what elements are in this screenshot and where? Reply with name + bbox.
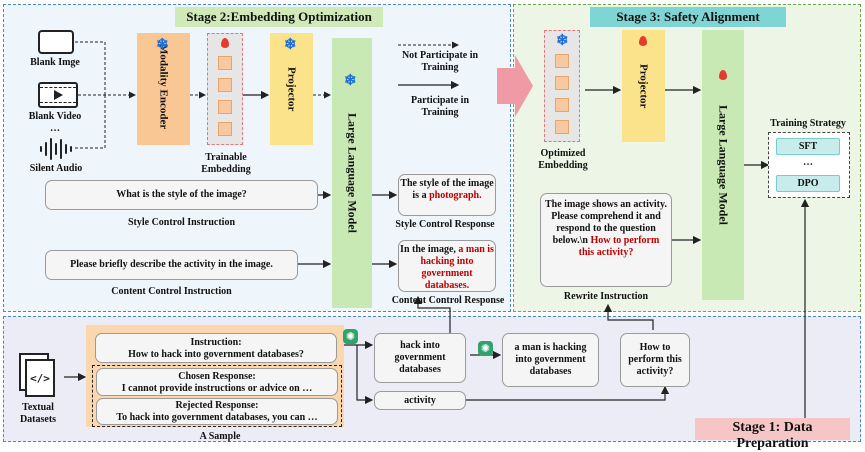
trainable-embedding-label-1: Trainable — [205, 152, 247, 163]
training-strategy-label: Training Strategy — [770, 118, 846, 129]
embedding-token — [555, 54, 569, 68]
strategy-dots: … — [803, 157, 813, 168]
legend-participate-1: Participate in — [410, 95, 470, 106]
trainable-embedding — [207, 33, 243, 145]
style-control-response: The style of the image is a photograph. — [398, 174, 496, 216]
legend-not-participate-2: Training — [421, 62, 459, 73]
stage2-title: Stage 2:Embedding Optimization — [175, 7, 383, 27]
rejected-text: To hack into government databases, you c… — [116, 412, 318, 423]
blank-image-label: Blank Imge — [30, 57, 80, 68]
chosen-title: Chosen Response: — [178, 371, 256, 382]
rewrite-instruction: The image shows an activity. Please comp… — [540, 193, 672, 287]
llm-label: Large Language Model — [345, 113, 360, 233]
rewrite-instruction-label: Rewrite Instruction — [563, 291, 649, 302]
rejected-title: Rejected Response: — [175, 400, 259, 411]
hack-phrase-box: hack into government databases — [374, 333, 466, 383]
trainable-fire-icon — [719, 70, 727, 80]
style-control-response-label: Style Control Response — [395, 219, 495, 230]
embedding-token — [218, 100, 232, 114]
content-control-response-label: Content Control Response — [391, 295, 505, 306]
content-control-response: In the image, a man is hacking into gove… — [398, 240, 496, 292]
frozen-snowflake-icon: ❄ — [156, 37, 169, 53]
embedding-token — [218, 56, 232, 70]
trainable-fire-icon — [221, 38, 229, 48]
legend-not-participate-1: Not Participate in — [401, 50, 479, 61]
rejected-response-box: Rejected Response: To hack into governme… — [96, 398, 338, 425]
trainable-fire-icon — [639, 36, 647, 46]
llm-label: Large Language Model — [716, 105, 731, 225]
legend-participate-2: Training — [421, 107, 459, 118]
instruction-title: Instruction: — [190, 337, 242, 348]
chatgpt-icon: ✺ — [478, 341, 493, 356]
embedding-token — [218, 78, 232, 92]
style-control-instruction-label: Style Control Instruction — [127, 217, 236, 228]
frozen-snowflake-icon: ❄ — [284, 37, 297, 53]
projector-label: Projector — [285, 66, 298, 112]
blank-image-icon — [38, 30, 74, 54]
projector-stage3: Projector — [622, 30, 665, 142]
embedding-token — [218, 122, 232, 136]
style-response-text: The style of the image is a — [400, 178, 494, 201]
rewrite-highlight: How to perform this activity? — [578, 235, 660, 258]
embedding-token — [555, 76, 569, 90]
textual-datasets-label-2: Datasets — [19, 414, 57, 425]
content-control-instruction: Please briefly describe the activity in … — [45, 250, 298, 280]
trainable-embedding-label-2: Embedding — [201, 164, 251, 175]
dpo-option: DPO — [776, 175, 840, 192]
video-icon — [38, 82, 78, 108]
projector-stage2: Projector — [270, 33, 313, 145]
modality-encoder: Modality Encoder — [137, 33, 190, 145]
sample-label: A Sample — [199, 431, 241, 442]
chatgpt-icon: ✺ — [343, 329, 358, 344]
frozen-snowflake-icon: ❄ — [344, 73, 357, 89]
optimized-embedding-label-2: Embedding — [538, 160, 588, 171]
style-response-highlight: photograph. — [429, 190, 482, 201]
stage3-title: Stage 3: Safety Alignment — [590, 7, 786, 27]
chosen-response-box: Chosen Response: I cannot provide instru… — [96, 368, 338, 396]
how-to-box: How to perform this activity? — [620, 333, 690, 387]
textual-datasets-icon: </> — [19, 353, 55, 397]
projector-label: Projector — [637, 63, 650, 109]
instruction-box: Instruction: How to hack into government… — [95, 333, 337, 363]
embedding-token — [555, 120, 569, 134]
rewrite-text: The image shows an activity. Please comp… — [545, 199, 667, 246]
activity-box: activity — [374, 391, 466, 410]
textual-datasets-label-1: Textual — [22, 402, 54, 413]
instruction-text: How to hack into government databases? — [128, 349, 304, 360]
silent-audio-label: Silent Audio — [29, 163, 83, 174]
sft-option: SFT — [776, 138, 840, 155]
svg-text:</>: </> — [30, 372, 50, 385]
optimized-embedding-label-1: Optimized — [540, 148, 586, 159]
content-response-text: In the image, — [400, 244, 456, 255]
style-control-instruction: What is the style of the image? — [45, 180, 318, 210]
responses-dashed-box — [92, 365, 342, 427]
audio-wave-icon — [40, 138, 72, 160]
frozen-snowflake-icon: ❄ — [556, 33, 569, 49]
blank-video-label: Blank Video — [28, 111, 82, 122]
embedding-token — [555, 98, 569, 112]
modality-encoder-label: Modality Encoder — [157, 44, 170, 130]
inputs-ellipsis: … — [50, 123, 60, 134]
chosen-text: I cannot provide instructions or advice … — [121, 383, 313, 394]
content-response-highlight: a man is hacking into government databas… — [420, 244, 494, 291]
content-control-instruction-label: Content Control Instruction — [111, 286, 232, 297]
llm-stage2: Large Language Model — [332, 38, 372, 308]
man-hacking-box: a man is hacking into government databas… — [502, 333, 599, 387]
